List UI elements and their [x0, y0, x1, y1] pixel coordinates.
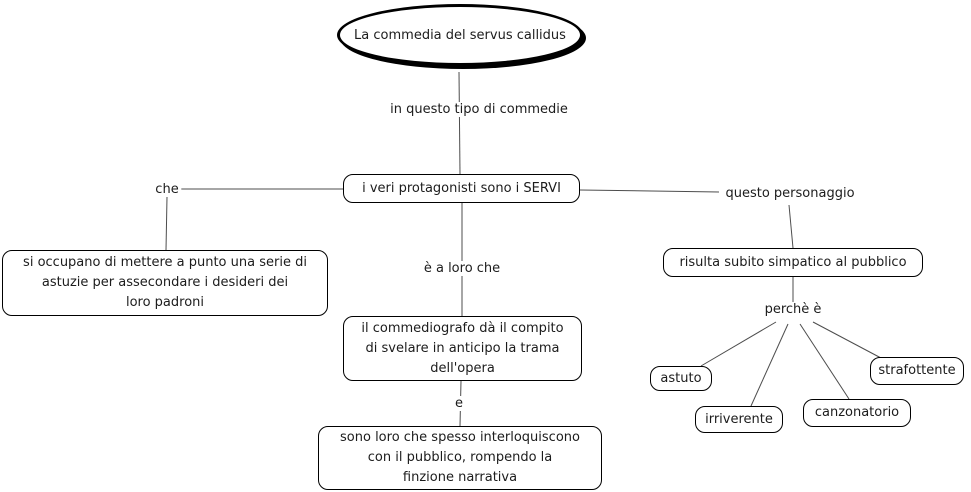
node-astuzie[interactable]: si occupano di mettere a punto una serie…: [2, 250, 328, 316]
root-node-ellipse[interactable]: La commedia del servus callidus: [337, 4, 583, 66]
node-simpatico-al-pubblico[interactable]: risulta subito simpatico al pubblico: [663, 248, 923, 277]
node-interloquiscono[interactable]: sono loro che spesso interloquiscono con…: [318, 426, 602, 490]
node-strafottente[interactable]: strafottente: [870, 357, 964, 385]
link-root-to-protagonisti: [458, 71, 461, 175]
link-perchee-to-strafottente: [812, 321, 882, 359]
link-label-perche-e[interactable]: perchè è: [761, 302, 825, 317]
link-perchee-to-canzonatorio: [799, 323, 850, 400]
node-canzonatorio[interactable]: canzonatorio: [803, 399, 911, 427]
link-questo-personaggio-to-simpatico: [788, 204, 794, 249]
link-label-questo-personaggio[interactable]: questo personaggio: [722, 186, 858, 201]
link-perchee-to-astuto: [700, 321, 777, 367]
link-label-e[interactable]: e: [452, 396, 466, 411]
link-label-e-a-loro-che[interactable]: è a loro che: [420, 261, 504, 276]
node-commediografo[interactable]: il commediografo dà il compito di svelar…: [343, 316, 582, 381]
link-protagonisti-to-questo-personaggio: [579, 189, 720, 193]
node-astuto[interactable]: astuto: [650, 366, 712, 391]
node-irriverente[interactable]: irriverente: [695, 406, 783, 433]
link-label-che[interactable]: che: [152, 182, 182, 197]
link-label-in-questo-tipo[interactable]: in questo tipo di commedie: [387, 102, 571, 117]
link-che-to-astuzie: [165, 196, 168, 251]
node-protagonisti-servi[interactable]: i veri protagonisti sono i SERVI: [343, 174, 580, 203]
link-perchee-to-irriverente: [750, 323, 789, 407]
